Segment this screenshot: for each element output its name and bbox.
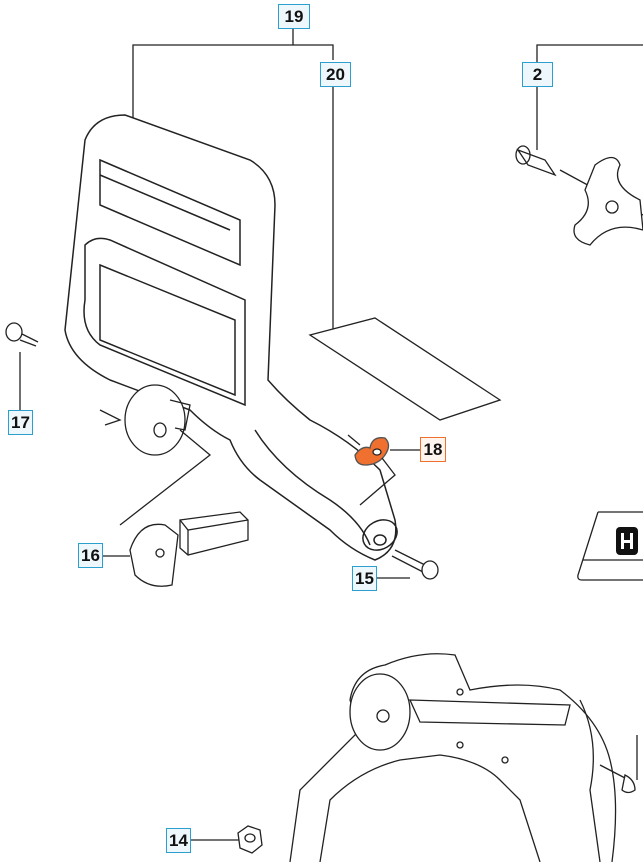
hand-guard-part [64, 114, 398, 561]
clip-part-18 [347, 434, 396, 506]
bushing-part [119, 429, 249, 587]
clutch-cover-part [289, 653, 638, 862]
nut-14-part [237, 825, 263, 854]
pivot-part [99, 384, 191, 456]
callout-20[interactable]: 20 [320, 62, 351, 87]
screw-17-part [5, 322, 39, 347]
callout-14[interactable]: 14 [166, 828, 191, 853]
callout-18[interactable]: 18 [420, 437, 446, 462]
leader-lines [19, 28, 643, 841]
decal-part [308, 317, 502, 421]
callout-15[interactable]: 15 [352, 566, 377, 591]
callout-16[interactable]: 16 [78, 543, 103, 568]
part-2-assembly [515, 145, 643, 246]
screw-15-part [391, 549, 439, 580]
callout-19[interactable]: 19 [278, 4, 310, 29]
logo-decal [577, 511, 643, 581]
callout-2[interactable]: 2 [522, 62, 553, 87]
callout-17[interactable]: 17 [8, 410, 33, 435]
